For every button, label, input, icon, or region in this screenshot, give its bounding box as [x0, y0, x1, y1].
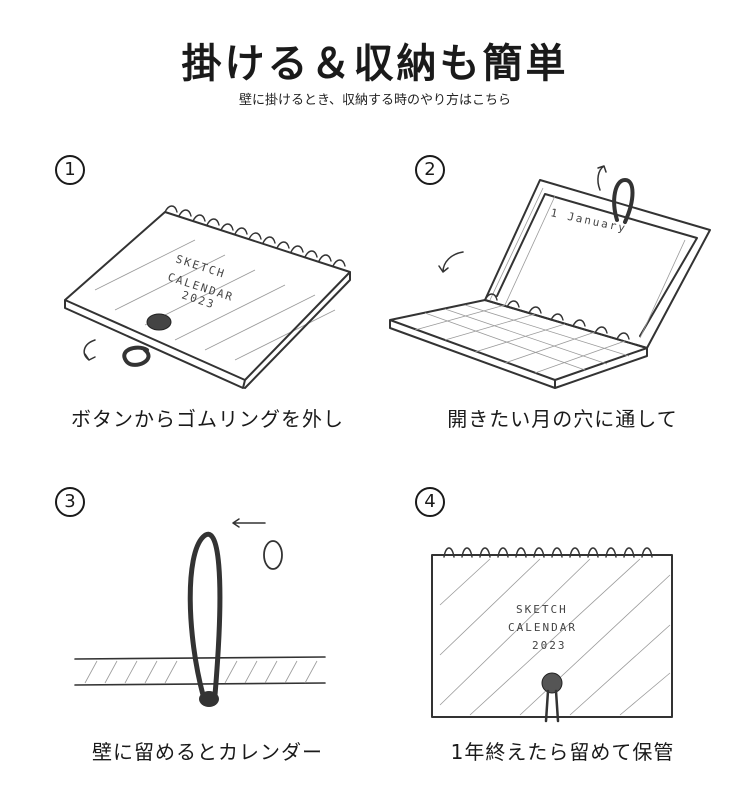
step-2-back-page-outline: [484, 179, 711, 349]
step-4-cover-hatching: [439, 558, 671, 716]
step-4-rubber-ring-icon: [544, 689, 560, 723]
step-1-button-icon: [146, 313, 172, 331]
page-title: 掛ける＆収納も簡単: [181, 41, 569, 87]
step-4-cover-text-sketch: SKETCH: [516, 603, 568, 616]
step-2-rubber-ring-icon: [612, 178, 635, 224]
step-2-up-arrow-icon: [597, 165, 607, 191]
step-1-arrow-icon: [83, 339, 96, 361]
step-1-calendar-outline: [64, 211, 351, 389]
step-2-spiral-binding: [484, 293, 630, 340]
step-2-date-grid: [414, 304, 630, 374]
step-2-caption: 開きたい月の穴に通して: [447, 407, 678, 431]
step-2-fold-arrow-icon: [438, 251, 464, 273]
step-2-number: 2: [415, 155, 445, 185]
step-1-caption: ボタンからゴムリングを外し: [71, 407, 344, 431]
step-3-arrow-icon: [232, 518, 266, 528]
step-3-number: 3: [55, 487, 85, 517]
step-4-cover-text-calendar: CALENDAR: [508, 621, 577, 634]
step-4-cover-text-year: 2023: [532, 639, 567, 652]
step-1-closed-calendar-illustration: SKETCH CALENDAR 2023: [64, 205, 351, 389]
step-3-pushpin-head-icon: [199, 691, 219, 707]
step-3-pushpin-icon: [263, 540, 283, 570]
step-2-bottom-grid-outline: [389, 299, 648, 389]
step-1-number: 1: [55, 155, 85, 185]
step-4-spiral-binding: [443, 547, 653, 558]
step-1-rubber-ring-icon: [122, 345, 151, 367]
step-1-spiral-binding: [164, 205, 346, 267]
step-2-back-page-hatching: [489, 187, 686, 339]
step-3-wall-hanging-illustration: [74, 518, 326, 707]
page-subtitle: 壁に掛けるとき、収納する時のやり方はこちら: [238, 93, 512, 108]
step-2-open-calendar-illustration: 1 January: [389, 165, 711, 389]
step-4-button-icon: [541, 672, 563, 694]
step-3-caption: 壁に留めるとカレンダー: [92, 740, 323, 764]
step-3-rubber-ring-icon: [187, 531, 223, 698]
step-4-stored-calendar-illustration: SKETCH CALENDAR 2023: [431, 547, 673, 723]
step-4-caption: 1年終えたら留めて保管: [450, 740, 675, 764]
step-4-number: 4: [415, 487, 445, 517]
